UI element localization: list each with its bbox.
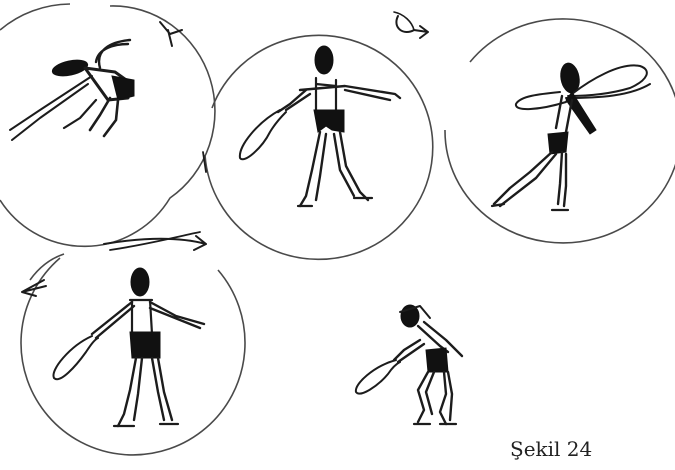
figure-rope-swing-overhead — [445, 19, 675, 243]
figure-rope-swing-front — [203, 35, 433, 259]
figure-rope-swing-open-arms — [21, 232, 245, 455]
figure-rope-swing-crouch — [356, 305, 462, 424]
rotation-arrow-icon — [394, 12, 428, 38]
figure-rope-swing-side — [0, 4, 215, 246]
figure-caption: Şekil 24 — [510, 437, 592, 461]
